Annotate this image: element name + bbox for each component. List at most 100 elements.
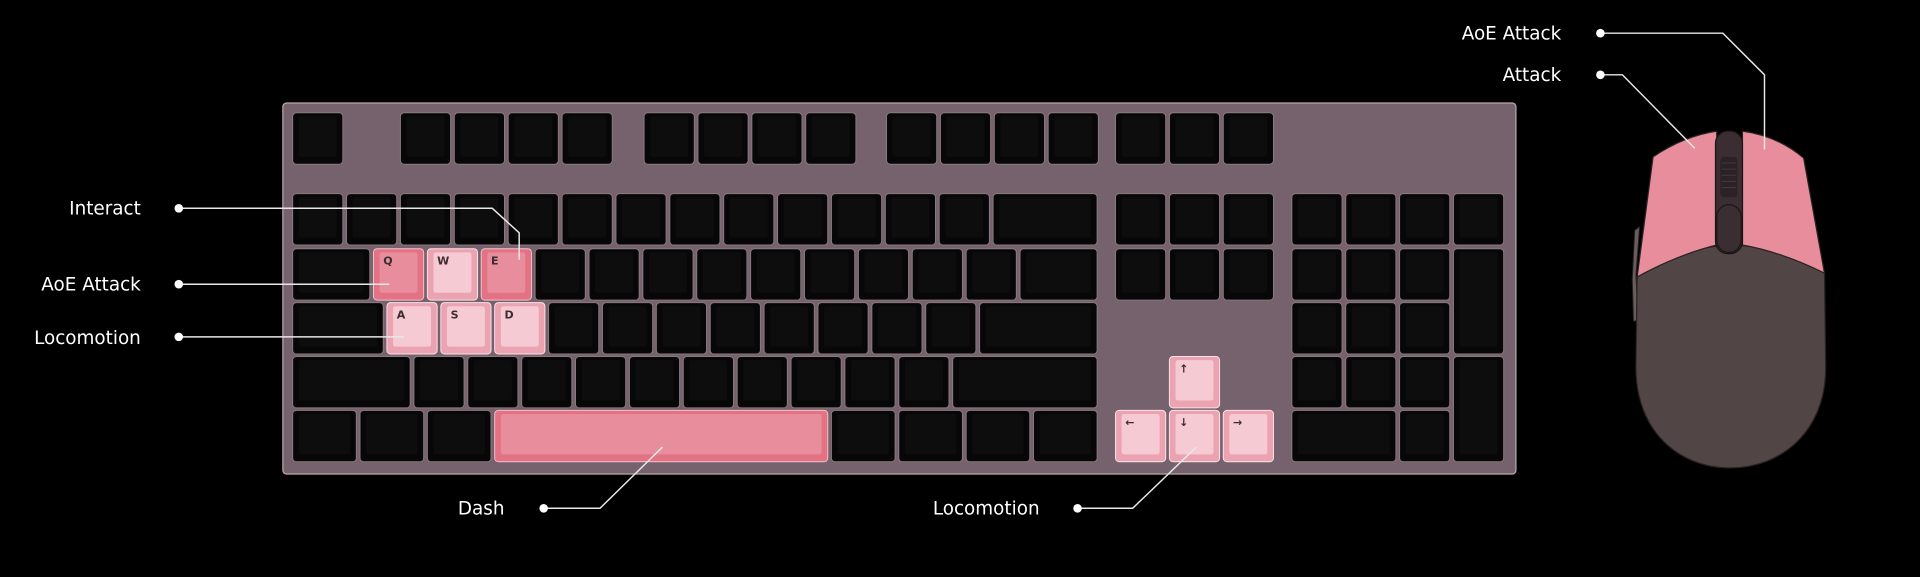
key-legend: W bbox=[437, 255, 449, 268]
keycap-top bbox=[514, 116, 553, 157]
keyboard-key bbox=[292, 355, 411, 409]
keyboard-key bbox=[965, 409, 1031, 463]
keyboard-key bbox=[884, 193, 936, 246]
label-locomotion-arrows: Locomotion bbox=[933, 498, 1040, 519]
keyboard-key bbox=[534, 248, 586, 301]
keycap-top bbox=[797, 360, 836, 401]
keyboard-key bbox=[952, 355, 1098, 409]
keyboard-key bbox=[1168, 193, 1221, 246]
keycap-top bbox=[702, 252, 741, 293]
key-legend: ← bbox=[1125, 416, 1134, 429]
key-arrow-right: → bbox=[1222, 409, 1274, 463]
keycap-top bbox=[1459, 197, 1498, 238]
keycap-top bbox=[1039, 414, 1092, 455]
key-q: Q bbox=[372, 248, 425, 301]
keyboard-key bbox=[697, 112, 749, 165]
key-arrow-down: ↓ bbox=[1168, 409, 1221, 463]
label-dash: Dash bbox=[458, 498, 505, 519]
mouse-side-button bbox=[1631, 225, 1641, 322]
keyboard-key bbox=[696, 248, 748, 301]
callout-dot bbox=[174, 279, 184, 289]
keycap-top bbox=[946, 116, 985, 157]
keycap-top bbox=[298, 414, 351, 455]
keycap-top bbox=[352, 197, 391, 238]
keyboard-key bbox=[817, 302, 869, 355]
label-mouse-attack: Attack bbox=[1503, 65, 1562, 86]
keyboard-key bbox=[292, 193, 344, 246]
keycap-top bbox=[648, 252, 687, 293]
keycap-top bbox=[473, 360, 512, 401]
key-e: E bbox=[480, 248, 532, 301]
keyboard-key bbox=[467, 355, 519, 409]
callout-dot bbox=[1596, 28, 1605, 38]
keyboard-key bbox=[643, 112, 695, 165]
keycap-top bbox=[1351, 360, 1390, 401]
keyboard-key bbox=[723, 193, 775, 246]
keycap-top bbox=[595, 252, 634, 293]
keycap-top bbox=[500, 414, 822, 455]
keyboard-key bbox=[453, 193, 505, 246]
key-s: S bbox=[440, 302, 492, 355]
keycap-top bbox=[1121, 116, 1160, 157]
keycap-top bbox=[931, 306, 970, 347]
keycap-top bbox=[608, 306, 647, 347]
keycap-top bbox=[1121, 414, 1160, 455]
keyboard-key bbox=[1222, 248, 1274, 301]
keyboard-key bbox=[655, 302, 708, 355]
keyboard-key bbox=[1222, 193, 1274, 246]
keycap-top bbox=[1121, 252, 1160, 293]
keyboard-key bbox=[1115, 248, 1167, 301]
keycap-top bbox=[1459, 360, 1498, 455]
key-legend: A bbox=[397, 309, 406, 322]
keycap-top bbox=[487, 252, 526, 293]
keycap-top bbox=[433, 414, 485, 455]
keyboard-key bbox=[399, 112, 452, 165]
keycap-top bbox=[824, 306, 863, 347]
keycap-top bbox=[1229, 197, 1268, 238]
callout-dot bbox=[1596, 70, 1605, 80]
keycap-top bbox=[1351, 306, 1390, 347]
keycap-top bbox=[810, 252, 849, 293]
keyboard-key bbox=[1168, 112, 1221, 165]
keyboard-key bbox=[898, 355, 950, 409]
keyboard-key bbox=[1291, 302, 1343, 355]
keyboard-key bbox=[992, 193, 1098, 246]
keycap-top bbox=[904, 360, 943, 401]
keycap-top bbox=[704, 116, 743, 157]
keyboard-key bbox=[1345, 248, 1397, 301]
key-arrow-up: ↑ bbox=[1168, 355, 1221, 409]
keycap-top bbox=[298, 116, 337, 157]
keycap-top bbox=[1000, 116, 1039, 157]
key-d: D bbox=[494, 302, 546, 355]
keyboard-key bbox=[1399, 248, 1451, 301]
keycap-top bbox=[1229, 252, 1268, 293]
keyboard-key bbox=[804, 248, 856, 301]
keyboard-key bbox=[925, 302, 977, 355]
callout-dot bbox=[539, 504, 548, 513]
keycap-top bbox=[554, 306, 593, 347]
keycap-top bbox=[541, 252, 580, 293]
keycap-top bbox=[500, 306, 539, 347]
keyboard-key bbox=[1168, 248, 1221, 301]
keycap-top bbox=[635, 360, 674, 401]
keyboard-key bbox=[1345, 355, 1397, 409]
keycap-top bbox=[756, 252, 795, 293]
keyboard-key bbox=[1345, 302, 1397, 355]
keycap-top bbox=[1297, 414, 1390, 455]
keycap-top bbox=[1459, 252, 1498, 347]
keyboard-key bbox=[886, 112, 938, 165]
keyboard-key bbox=[601, 302, 654, 355]
keyboard-key bbox=[507, 112, 559, 165]
keycap-top bbox=[298, 252, 364, 293]
key-space bbox=[494, 409, 829, 463]
keycap-top bbox=[1297, 360, 1336, 401]
keycap-top bbox=[904, 414, 957, 455]
keyboard-key bbox=[359, 409, 425, 463]
keyboard-key bbox=[1115, 112, 1167, 165]
keycap-top bbox=[945, 197, 984, 238]
mouse-right-button bbox=[1741, 130, 1826, 275]
keycap-top bbox=[406, 197, 445, 238]
key-w: W bbox=[426, 248, 479, 301]
keycap-top bbox=[1297, 197, 1336, 238]
